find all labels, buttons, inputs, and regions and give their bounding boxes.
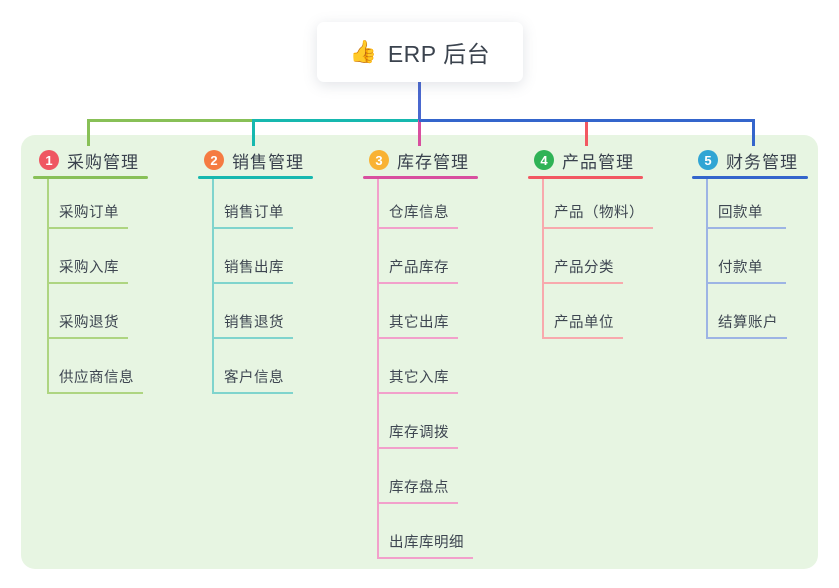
- child-label: 销售订单: [224, 205, 284, 221]
- branch-number-badge: 2: [204, 150, 224, 170]
- child-node[interactable]: 产品单位: [544, 284, 623, 339]
- child-label: 出库库明细: [389, 535, 464, 551]
- child-label: 产品单位: [554, 315, 614, 331]
- branch-underline: [528, 176, 643, 179]
- branch-finance: 5 财务管理 回款单 付款单 结算账户: [692, 148, 808, 339]
- child-label: 仓库信息: [389, 205, 449, 221]
- child-label: 采购入库: [59, 260, 119, 276]
- child-node[interactable]: 库存调拨: [379, 394, 458, 449]
- branch-label: 产品管理: [562, 152, 634, 172]
- branch-number-badge: 5: [698, 150, 718, 170]
- child-node[interactable]: 其它出库: [379, 284, 458, 339]
- child-label: 其它出库: [389, 315, 449, 331]
- branch-node[interactable]: 4 产品管理: [528, 148, 643, 172]
- branch-node[interactable]: 3 库存管理: [363, 148, 478, 172]
- branch-sales: 2 销售管理 销售订单 销售出库 销售退货 客户信息: [198, 148, 313, 394]
- branch-node[interactable]: 5 财务管理: [692, 148, 808, 172]
- child-node[interactable]: 仓库信息: [379, 179, 458, 229]
- child-label: 采购订单: [59, 205, 119, 221]
- child-label: 采购退货: [59, 315, 119, 331]
- child-label: 销售出库: [224, 260, 284, 276]
- thumbs-up-icon: 👍: [349, 39, 378, 64]
- child-node[interactable]: 产品（物料）: [544, 179, 653, 229]
- child-node[interactable]: 供应商信息: [49, 339, 143, 394]
- child-node[interactable]: 产品分类: [544, 229, 623, 284]
- branch-label: 财务管理: [726, 152, 798, 172]
- child-node[interactable]: 采购退货: [49, 284, 128, 339]
- branch-number-badge: 1: [39, 150, 59, 170]
- child-node[interactable]: 采购订单: [49, 179, 128, 229]
- child-label: 供应商信息: [59, 370, 134, 386]
- child-label: 客户信息: [224, 370, 284, 386]
- branch-children: 销售订单 销售出库 销售退货 客户信息: [212, 179, 313, 394]
- branch-underline: [692, 176, 808, 179]
- branch-children: 仓库信息 产品库存 其它出库 其它入库 库存调拨 库存盘点 出库库明细: [377, 179, 478, 559]
- child-label: 回款单: [718, 205, 763, 221]
- child-label: 库存调拨: [389, 425, 449, 441]
- child-node[interactable]: 销售出库: [214, 229, 293, 284]
- child-node[interactable]: 产品库存: [379, 229, 458, 284]
- branch-underline: [363, 176, 478, 179]
- child-node[interactable]: 销售退货: [214, 284, 293, 339]
- child-label: 付款单: [718, 260, 763, 276]
- child-label: 产品分类: [554, 260, 614, 276]
- child-label: 产品库存: [389, 260, 449, 276]
- branch-label: 采购管理: [67, 152, 139, 172]
- child-node[interactable]: 销售订单: [214, 179, 293, 229]
- branch-label: 库存管理: [397, 152, 469, 172]
- branch-underline: [33, 176, 148, 179]
- branch-inventory: 3 库存管理 仓库信息 产品库存 其它出库 其它入库 库存调拨 库存盘点 出库库…: [363, 148, 478, 559]
- root-label: ERP 后台: [387, 41, 491, 67]
- child-node[interactable]: 付款单: [708, 229, 786, 284]
- child-node[interactable]: 客户信息: [214, 339, 293, 394]
- branch-children: 采购订单 采购入库 采购退货 供应商信息: [47, 179, 148, 394]
- child-node[interactable]: 库存盘点: [379, 449, 458, 504]
- child-label: 库存盘点: [389, 480, 449, 496]
- branch-purchase: 1 采购管理 采购订单 采购入库 采购退货 供应商信息: [33, 148, 148, 394]
- child-label: 销售退货: [224, 315, 284, 331]
- mindmap-canvas-background: [21, 135, 818, 569]
- child-label: 产品（物料）: [554, 205, 644, 221]
- branch-children: 回款单 付款单 结算账户: [706, 179, 808, 339]
- branch-number-badge: 4: [534, 150, 554, 170]
- child-node[interactable]: 出库库明细: [379, 504, 473, 559]
- branch-label: 销售管理: [232, 152, 304, 172]
- child-node[interactable]: 采购入库: [49, 229, 128, 284]
- root-node[interactable]: 👍 ERP 后台: [317, 22, 523, 82]
- branch-node[interactable]: 2 销售管理: [198, 148, 313, 172]
- child-node[interactable]: 回款单: [708, 179, 786, 229]
- child-node[interactable]: 结算账户: [708, 284, 787, 339]
- branch-number-badge: 3: [369, 150, 389, 170]
- branch-product: 4 产品管理 产品（物料） 产品分类 产品单位: [528, 148, 653, 339]
- branch-children: 产品（物料） 产品分类 产品单位: [542, 179, 653, 339]
- branch-underline: [198, 176, 313, 179]
- child-node[interactable]: 其它入库: [379, 339, 458, 394]
- branch-node[interactable]: 1 采购管理: [33, 148, 148, 172]
- child-label: 其它入库: [389, 370, 449, 386]
- child-label: 结算账户: [718, 315, 778, 331]
